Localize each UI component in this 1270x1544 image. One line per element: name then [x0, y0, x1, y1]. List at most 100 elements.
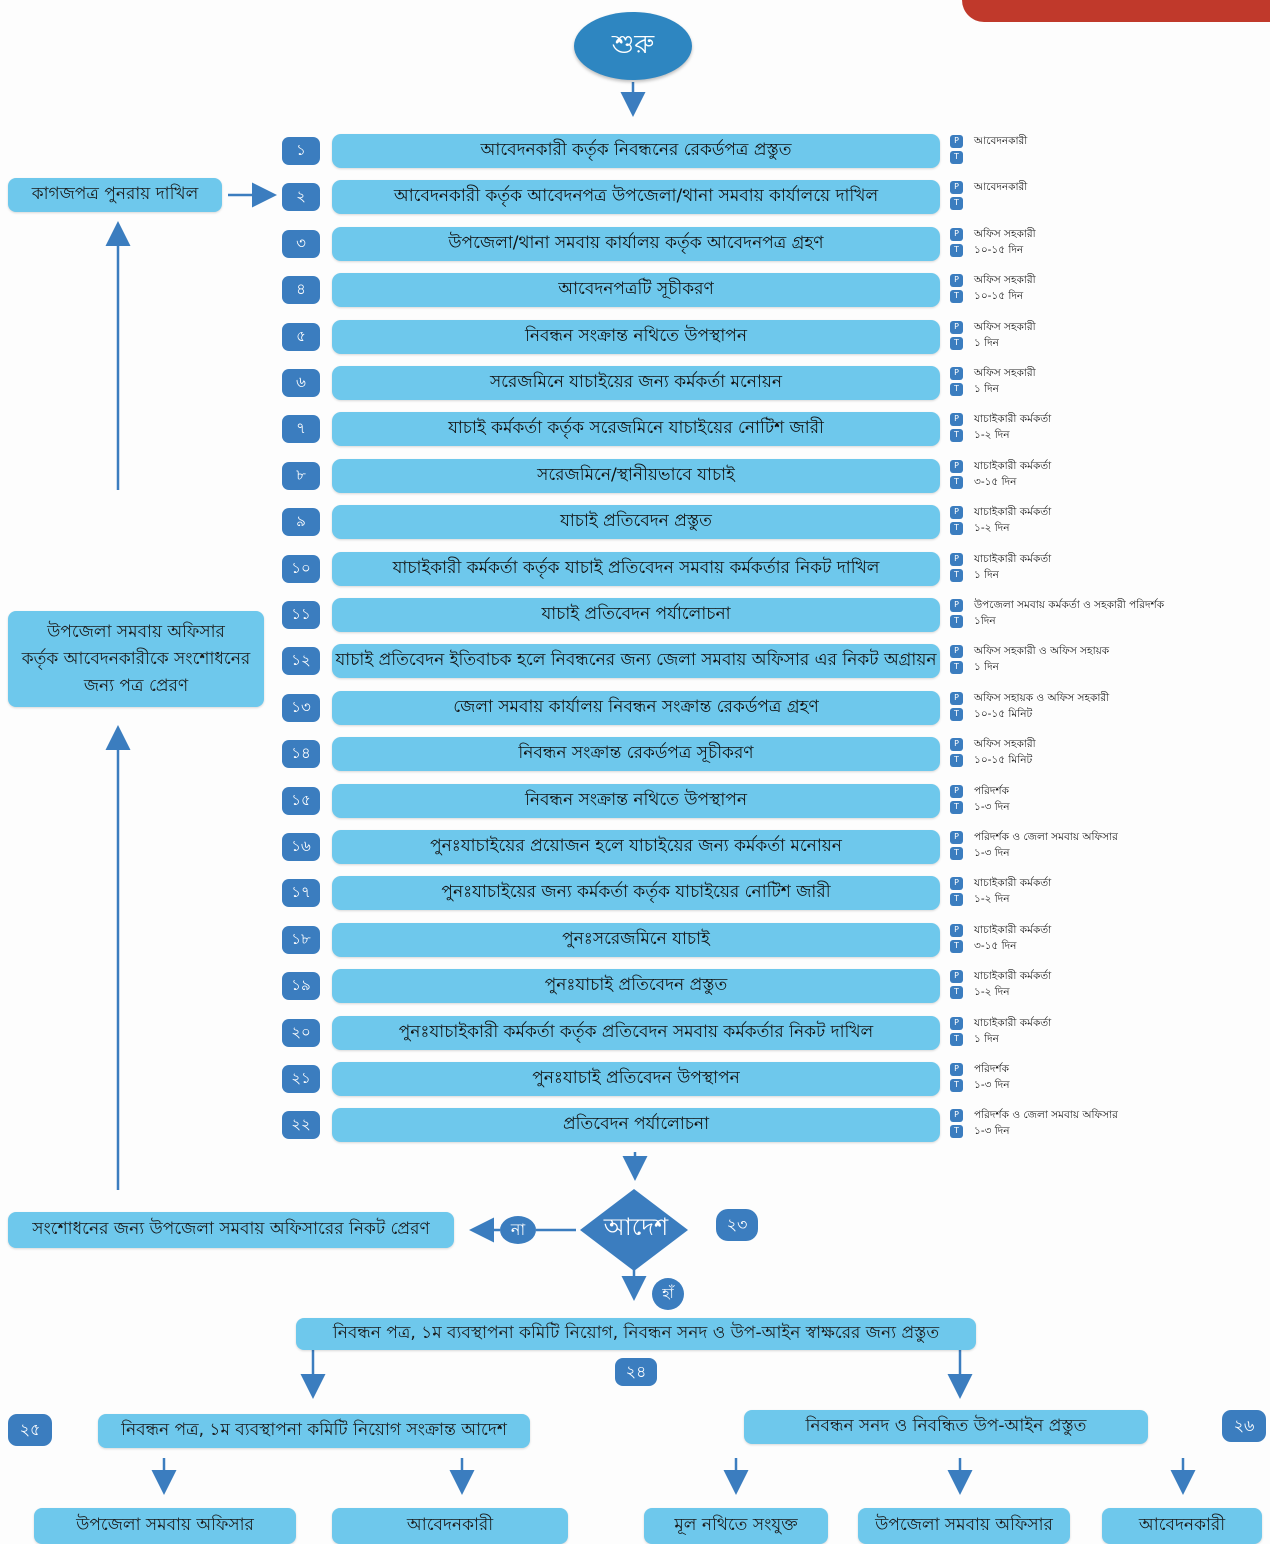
output-upazila-officer-1: উপজেলা সমবায় অফিসার: [34, 1508, 296, 1544]
step-person: পরিদর্শক: [974, 785, 1009, 797]
person-icon: P: [950, 505, 963, 519]
corner-tab: [962, 0, 1270, 22]
time-icon: T: [950, 800, 963, 814]
step-number: ৫: [282, 323, 320, 351]
step-text: পুনঃযাচাইয়ের জন্য কর্মকর্তা কর্তৃক যাচা…: [441, 882, 831, 902]
step-text: আবেদনকারী কর্তৃক আবেদনপত্র উপজেলা/থানা স…: [393, 186, 879, 206]
time-icon: T: [950, 196, 963, 210]
step-text: আবেদনপত্রটি সূচীকরণ: [558, 279, 714, 299]
person-icon: P: [950, 737, 963, 751]
step-number: ২০: [282, 1019, 320, 1047]
time-icon: T: [950, 568, 963, 582]
step-person: অফিস সহকারী: [974, 274, 1036, 286]
step-time: ১০-১৫ মিনিট: [974, 754, 1033, 766]
step-box: পুনঃসরেজমিনে যাচাই: [332, 923, 940, 957]
step-time: ৩-১৫ দিন: [974, 940, 1017, 952]
step-time: ১ দিন: [974, 661, 999, 673]
step-number: ১১: [282, 601, 320, 629]
step-time: ১-৩ দিন: [974, 847, 1010, 859]
step-box: পুনঃযাচাই প্রতিবেদন উপস্থাপন: [332, 1062, 940, 1096]
step-text: যাচাই প্রতিবেদন প্রস্তুত: [560, 511, 712, 531]
step-time: ১ দিন: [974, 1033, 999, 1045]
time-icon: T: [950, 614, 963, 628]
time-icon: T: [950, 846, 963, 860]
step-box: পুনঃযাচাইকারী কর্মকর্তা কর্তৃক প্রতিবেদন…: [332, 1016, 940, 1050]
step-box: জেলা সমবায় কার্যালয় নিবন্ধন সংক্রান্ত …: [332, 691, 940, 725]
step-number: ২: [282, 183, 320, 211]
time-icon: T: [950, 892, 963, 906]
step-time: ১ দিন: [974, 337, 999, 349]
step-text: নিবন্ধন সংক্রান্ত নথিতে উপস্থাপন: [525, 790, 747, 810]
left-branch-text: নিবন্ধন পত্র, ১ম ব্যবস্থাপনা কমিটি নিয়ো…: [121, 1420, 507, 1440]
time-icon: T: [950, 243, 963, 257]
step-box: পুনঃযাচাইয়ের প্রয়োজন হলে যাচাইয়ের জন্…: [332, 830, 940, 864]
step-text: প্রতিবেদন পর্যালোচনা: [562, 1114, 710, 1134]
step-person: যাচাইকারী কর্মকর্তা: [974, 1017, 1052, 1029]
step-person: যাচাইকারী কর্মকর্তা: [974, 460, 1052, 472]
step-meta: P যাচাইকারী কর্মকর্তা T ১ দিন: [950, 551, 1250, 583]
step-person: অফিস সহকারী: [974, 228, 1036, 240]
start-node: শুরু: [574, 12, 692, 80]
step-time: ১ দিন: [974, 569, 999, 581]
step-text: যাচাই প্রতিবেদন পর্যালোচনা: [541, 604, 731, 624]
upazila-letter-box: উপজেলা সমবায় অফিসার কর্তৃক আবেদনকারীকে …: [8, 611, 264, 707]
step-number: ১৮: [282, 926, 320, 954]
step-person: অফিস সহকারী: [974, 321, 1036, 333]
time-icon: T: [950, 1032, 963, 1046]
step-number: ১৫: [282, 787, 320, 815]
person-icon: P: [950, 320, 963, 334]
step-box: যাচাই প্রতিবেদন প্রস্তুত: [332, 505, 940, 539]
time-icon: T: [950, 1078, 963, 1092]
person-icon: P: [950, 552, 963, 566]
left-branch-box: নিবন্ধন পত্র, ১ম ব্যবস্থাপনা কমিটি নিয়ো…: [98, 1414, 530, 1448]
time-icon: T: [950, 521, 963, 535]
step-person: যাচাইকারী কর্মকর্তা: [974, 877, 1052, 889]
step-time: ১-৩ দিন: [974, 801, 1010, 813]
person-icon: P: [950, 412, 963, 426]
step-box: যাচাই প্রতিবেদন ইতিবাচক হলে নিবন্ধনের জন…: [332, 644, 940, 678]
step-person: যাচাইকারী কর্মকর্তা: [974, 553, 1052, 565]
time-icon: T: [950, 150, 963, 164]
step-time: ১দিন: [974, 615, 996, 627]
output-text-1: উপজেলা সমবায় অফিসার: [76, 1515, 254, 1535]
step-person: পরিদর্শক: [974, 1063, 1009, 1075]
step-number: ৯: [282, 508, 320, 536]
person-icon: P: [950, 969, 963, 983]
step-time: ১০-১৫ মিনিট: [974, 708, 1033, 720]
output-main-file: মূল নথিতে সংযুক্ত: [644, 1508, 828, 1544]
time-icon: T: [950, 985, 963, 999]
step-box: যাচাই প্রতিবেদন পর্যালোচনা: [332, 598, 940, 632]
prep-num: ২৪: [615, 1358, 657, 1386]
step-person: আবেদনকারী: [974, 181, 1028, 193]
person-icon: P: [950, 598, 963, 612]
step-number: ২১: [282, 1065, 320, 1093]
step-box: প্রতিবেদন পর্যালোচনা: [332, 1108, 940, 1142]
step-text: সরেজমিনে যাচাইয়ের জন্য কর্মকর্তা মনোয়ন: [489, 372, 783, 392]
upazila-letter-line2: কর্তৃক আবেদনকারীকে সংশোধনের: [21, 648, 251, 669]
step-time: ১-২ দিন: [974, 429, 1010, 441]
person-icon: P: [950, 1062, 963, 1076]
step-box: উপজেলা/থানা সমবায় কার্যালয় কর্তৃক আবেদ…: [332, 227, 940, 261]
person-icon: P: [950, 644, 963, 658]
output-text-3: মূল নথিতে সংযুক্ত: [674, 1515, 798, 1535]
step-time: ১-২ দিন: [974, 522, 1010, 534]
step-time: ১০-১৫ দিন: [974, 244, 1024, 256]
step-box: যাচাইকারী কর্মকর্তা কর্তৃক যাচাই প্রতিবে…: [332, 552, 940, 586]
person-icon: P: [950, 180, 963, 194]
resubmit-text: কাগজপত্র পুনরায় দাখিল: [31, 184, 199, 204]
right-branch-num: ২৬: [1222, 1410, 1266, 1442]
step-number: ২২: [282, 1111, 320, 1139]
time-icon: T: [950, 660, 963, 674]
step-text: পুনঃযাচাইকারী কর্মকর্তা কর্তৃক প্রতিবেদন…: [398, 1022, 874, 1042]
